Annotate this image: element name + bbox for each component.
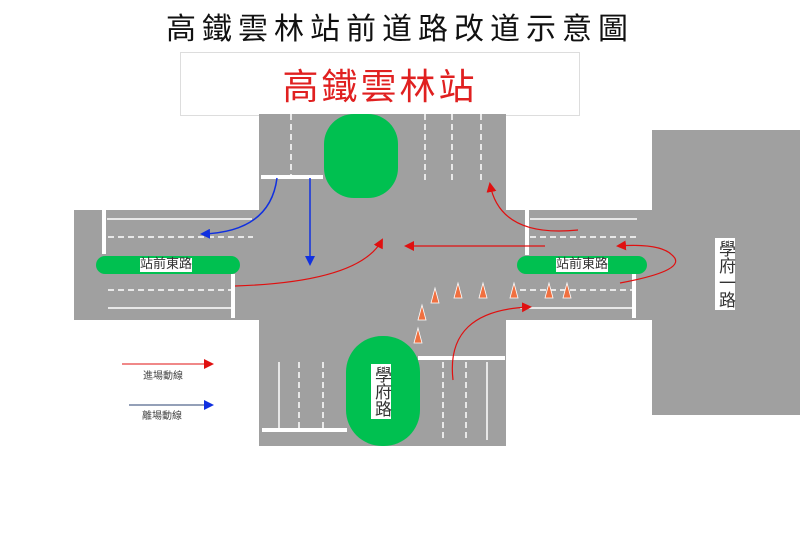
road-label-west: 站前東路 <box>140 257 193 272</box>
road-label-south: 學府路 <box>371 364 391 419</box>
legend-exit-label: 離場動線 <box>142 411 182 422</box>
traffic-cones <box>413 281 572 344</box>
station-sign: 高鐵雲林站 <box>180 52 580 116</box>
road-label-east: 站前東路 <box>556 257 609 272</box>
road-surface <box>74 114 800 446</box>
lane-markings <box>107 114 637 440</box>
road-label-east-block: 學府一路 <box>715 238 735 310</box>
legend-entry-label: 進場動線 <box>143 371 183 382</box>
diagram-title: 高鐵雲林站前道路改道示意圖 <box>166 12 634 47</box>
entry-routes <box>234 182 677 381</box>
exit-routes <box>200 177 315 266</box>
station-label: 高鐵雲林站 <box>282 67 478 108</box>
